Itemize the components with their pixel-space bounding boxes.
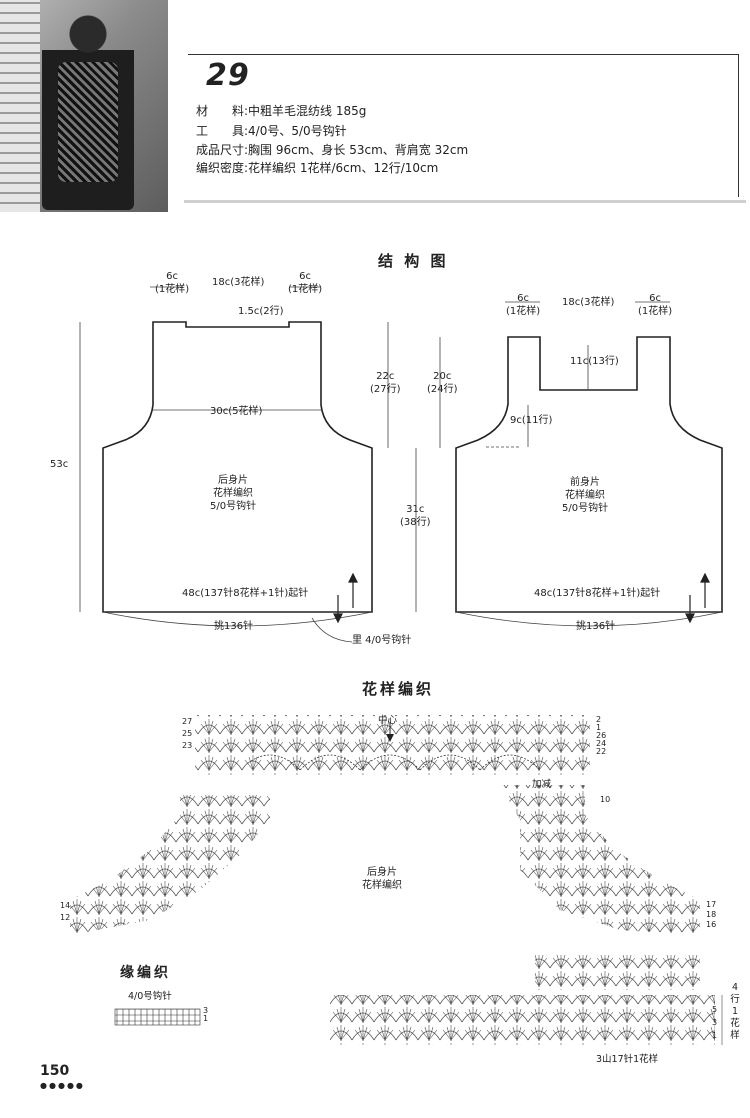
front-neck-depth: 11c(13行) — [570, 356, 619, 367]
row-numbers-top-right: 2 1 26 24 22 — [596, 715, 607, 756]
edging-sample — [114, 1008, 201, 1026]
brick-wall — [0, 0, 40, 212]
chart-bottom-band — [535, 955, 700, 990]
spec-gauge: 编织密度:花样编织 1花样/6cm、12行/10cm — [196, 161, 438, 175]
pattern-number: 29 — [206, 58, 250, 93]
spec-value: 中粗羊毛混纺线 185g — [248, 104, 367, 118]
chart-center-label: 中心 — [378, 715, 398, 726]
front-top-right: 6c(1花样) — [638, 293, 673, 317]
back-armhole-height: 22c(27行) — [370, 371, 401, 395]
header-frame — [188, 54, 739, 197]
structure-title: 结 构 图 — [378, 252, 449, 270]
model-photo — [0, 0, 168, 212]
crochet-vest — [58, 62, 118, 182]
header-divider — [184, 200, 746, 203]
spec-label: 成品尺寸: — [196, 143, 249, 157]
back-top-right: 6c(1花样) — [288, 271, 323, 295]
front-piece-outline — [455, 336, 723, 613]
back-top-left: 6c(1花样) — [155, 271, 190, 295]
pattern-chart-title: 花样编织 — [362, 680, 435, 698]
row-numbers-bottom: 5 3 1 — [712, 1005, 718, 1040]
back-piece-outline — [102, 321, 373, 613]
front-pickup: 挑136针 — [576, 621, 616, 632]
front-top-left: 6c(1花样) — [506, 293, 541, 317]
spec-label: 工 具: — [196, 124, 249, 138]
chart-repeat-label: 3山17针1花样 — [596, 1054, 659, 1065]
structure-diagram — [79, 286, 723, 643]
page-number-dots: ●●●●● — [40, 1081, 85, 1090]
row-numbers-left: 14 12 — [60, 901, 71, 922]
spec-label: 编织密度: — [196, 161, 249, 175]
chart-bottom-rows — [330, 995, 715, 1045]
row-numbers-top-left: 27 25 23 — [182, 717, 193, 750]
edging-title: 缘编织 — [120, 965, 171, 981]
chart-left-slope — [70, 795, 270, 935]
chart-piece-label: 后身片花样编织 — [362, 867, 402, 891]
row-numbers-right: 17 18 16 — [706, 900, 717, 929]
edging-hook: 4/0号钩针 — [128, 991, 172, 1002]
spec-size: 成品尺寸:胸围 96cm、身长 53cm、背肩宽 32cm — [196, 143, 468, 157]
lining-note: 里 4/0号钩针 — [352, 635, 412, 646]
chart-inc-dec-label: 加减 — [532, 779, 552, 790]
lining-leader — [311, 617, 353, 643]
spec-tools: 工 具:4/0号、5/0号钩针 — [196, 124, 347, 138]
spec-material: 材 料:中粗羊毛混纺线 185g — [196, 104, 366, 118]
back-pickup: 挑136针 — [214, 621, 254, 632]
spec-value: 4/0号、5/0号钩针 — [248, 124, 347, 138]
back-armhole-width: 30c(5花样) — [210, 406, 263, 417]
back-top-mid: 18c(3花样) — [212, 277, 265, 288]
row-number-mid: 10 — [600, 795, 611, 804]
page-number: 150 — [40, 1063, 70, 1079]
pattern-chart: x — [70, 715, 723, 1045]
chart-center-chain — [250, 740, 540, 775]
front-side-height: 9c(11行) — [510, 415, 553, 426]
front-armhole-height: 20c(24行) — [427, 371, 458, 395]
body-height: 31c(38行) — [400, 504, 431, 528]
front-cast-on: 48c(137针8花样+1针)起针 — [534, 588, 661, 599]
front-top-mid: 18c(3花样) — [562, 297, 615, 308]
chart-side-rows: 4 行 1 花 样 — [730, 982, 740, 1041]
spec-value: 胸围 96cm、身长 53cm、背肩宽 32cm — [248, 143, 469, 157]
spec-label: 材 料: — [196, 104, 249, 118]
back-total-height: 53c — [50, 459, 69, 470]
chart-right-slope — [500, 785, 700, 935]
edging-rows: 3 1 — [203, 1006, 209, 1023]
spec-value: 花样编织 1花样/6cm、12行/10cm — [248, 161, 439, 175]
back-neck-label: 1.5c(2行) — [238, 306, 284, 317]
back-cast-on: 48c(137针8花样+1针)起针 — [182, 588, 309, 599]
